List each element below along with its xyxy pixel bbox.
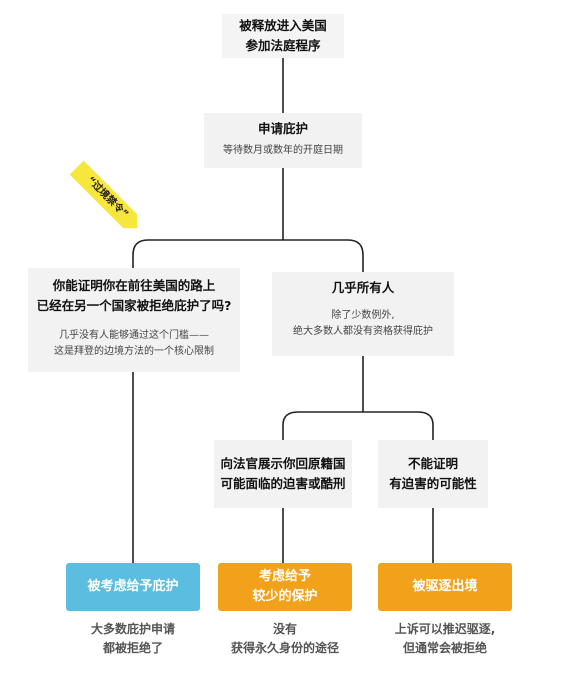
note-less-protection-1: 没有 (272, 622, 297, 636)
start-line-1: 被释放进入美国 (239, 18, 327, 33)
asylum-sub: 等待数月或数年的开庭日期 (223, 145, 343, 156)
almost-all-block: 几乎所有人 除了少数例外, 绝大多数人都没有资格获得庇护 (272, 272, 454, 356)
note-asylum-considered-2: 都被拒绝了 (102, 641, 163, 655)
start-line-2: 参加法庭程序 (245, 38, 321, 53)
question-sub-2: 这是拜登的边境方法的一个核心限制 (54, 346, 214, 357)
question-sub-1: 几乎没有人能够通过这个门槛—— (59, 330, 209, 341)
asylum-title: 申请庇护 (257, 121, 308, 136)
start-block: 被释放进入美国 参加法庭程序 (222, 14, 344, 58)
question-line-1: 你能证明你在前往美国的路上 (52, 278, 216, 293)
note-deported-2: 但通常会被拒绝 (402, 641, 487, 655)
cannot-prove-block: 不能证明 有迫害的可能性 (378, 440, 488, 508)
note-deported-1: 上诉可以推迟驱逐, (394, 622, 496, 636)
outcome-less-protection-label-1: 考虑给予 (258, 569, 311, 584)
almost-all-sub-2: 绝大多数人都没有资格获得庇护 (293, 326, 433, 337)
note-less-protection: 没有 获得永久身份的途径 (208, 620, 362, 658)
show-judge-line-2: 可能面临的迫害或酷刑 (220, 476, 346, 491)
almost-all-title: 几乎所有人 (331, 280, 395, 295)
question-block: 你能证明你在前往美国的路上 已经在另一个国家被拒绝庇护了吗? 几乎没有人能够通过… (28, 268, 240, 372)
asylum-block: 申请庇护 等待数月或数年的开庭日期 (204, 113, 362, 168)
almost-all-sub-1: 除了少数例外, (331, 310, 395, 321)
note-asylum-considered-1: 大多数庇护申请 (90, 622, 175, 636)
note-asylum-considered: 大多数庇护申请 都被拒绝了 (56, 620, 210, 658)
note-less-protection-2: 获得永久身份的途径 (230, 641, 339, 655)
outcome-asylum-considered-label: 被考虑给予庇护 (87, 579, 179, 594)
cannot-prove-line-1: 不能证明 (407, 456, 458, 471)
outcome-less-protection-label-2: 较少的保护 (252, 589, 318, 604)
outcome-deported-label: 被驱逐出境 (412, 579, 478, 594)
outcome-deported: 被驱逐出境 (378, 563, 512, 611)
line-branch-bar (282, 411, 434, 440)
line-split-bar (132, 239, 364, 272)
outcome-less-protection: 考虑给予 较少的保护 (218, 563, 352, 611)
outcome-asylum-considered: 被考虑给予庇护 (66, 563, 200, 611)
question-line-2: 已经在另一个国家被拒绝庇护了吗? (36, 298, 232, 313)
cannot-prove-line-2: 有迫害的可能性 (389, 476, 477, 491)
note-deported: 上诉可以推迟驱逐, 但通常会被拒绝 (368, 620, 522, 658)
show-judge-block: 向法官展示你回原籍国 可能面临的迫害或酷刑 (214, 440, 352, 508)
show-judge-line-1: 向法官展示你回原籍国 (220, 456, 346, 471)
